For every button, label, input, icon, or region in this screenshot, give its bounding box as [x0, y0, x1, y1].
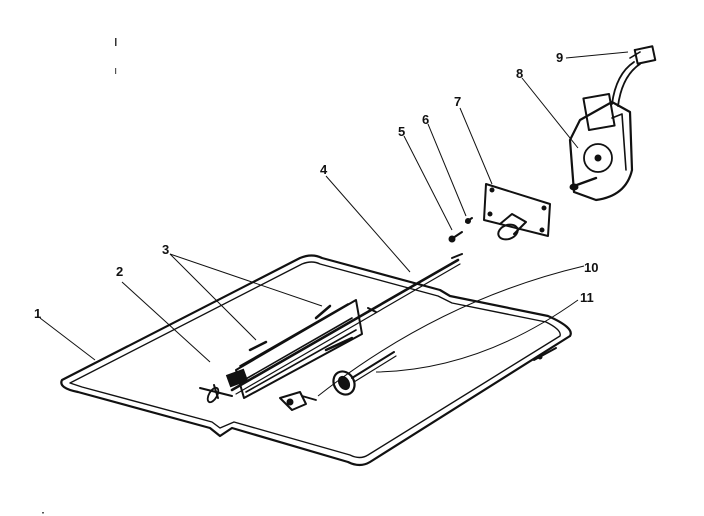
- callouts: 1 2 3 4 5 6 7 8 9 10 11: [34, 50, 598, 321]
- part-6-screw: [465, 217, 473, 224]
- callout-9: 9: [556, 50, 563, 65]
- part-11-rod: [533, 347, 557, 361]
- part-1-pan: [60, 254, 572, 467]
- leader-lines: [39, 51, 629, 397]
- callout-5: 5: [398, 124, 405, 139]
- callout-1: 1: [34, 306, 41, 321]
- callout-6: 6: [422, 112, 429, 127]
- part-8-motor: [568, 92, 634, 202]
- callout-7: 7: [454, 94, 461, 109]
- callout-10: 10: [584, 260, 598, 275]
- scan-specks: [42, 38, 117, 514]
- part-7-bracket: [483, 183, 551, 241]
- callout-11: 11: [580, 290, 594, 305]
- part-3-forks: [235, 299, 363, 399]
- part-4-spit-rod: [230, 253, 463, 395]
- part-5-screw: [448, 231, 463, 243]
- part-9-cord: [611, 45, 657, 107]
- part-10-handle: [332, 351, 397, 396]
- callout-2: 2: [116, 264, 123, 279]
- callout-4: 4: [320, 162, 328, 177]
- callout-8: 8: [516, 66, 523, 81]
- pan-clip: [279, 391, 317, 411]
- callout-3: 3: [162, 242, 169, 257]
